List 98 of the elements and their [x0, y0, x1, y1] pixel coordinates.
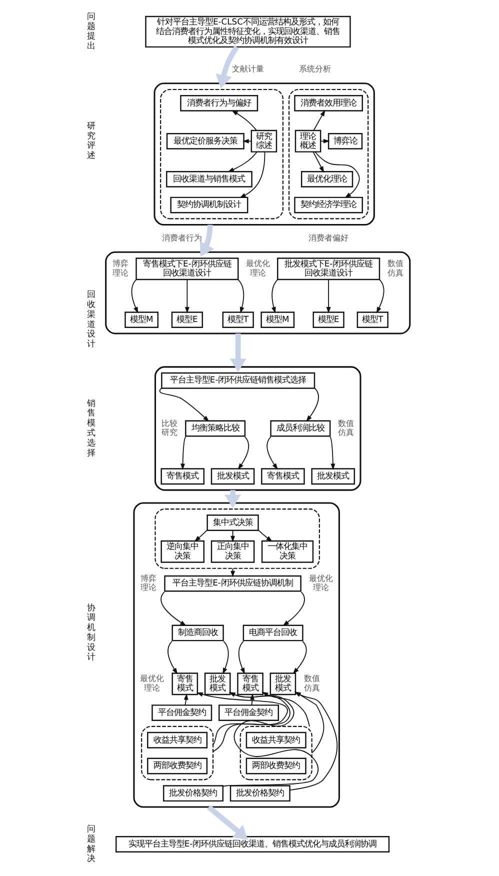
- node-box: 寄售模式: [172, 672, 198, 696]
- node-box: 平台主导型E-闭环供应链协调机制: [164, 575, 302, 592]
- arrow: [306, 388, 319, 422]
- arrow: [180, 436, 186, 470]
- node-box: 收益共享契约: [147, 732, 208, 748]
- node-box: 逆向集中决策: [160, 540, 204, 563]
- arrow: [222, 640, 229, 674]
- arrow: [238, 436, 250, 470]
- node-box: 模型T: [356, 312, 388, 328]
- arrow: [312, 151, 324, 173]
- label: 销售模式选择: [86, 398, 96, 458]
- arrow: [131, 279, 138, 314]
- label: 协调机制设计: [86, 603, 96, 663]
- node-box: 电商平台回收: [242, 624, 304, 642]
- cluster: [105, 251, 411, 334]
- arrow: [228, 152, 258, 172]
- arrow: [290, 692, 338, 791]
- node-box: 平台佣金契约: [152, 704, 212, 721]
- label: 问题提出: [86, 12, 96, 52]
- node-box: 批发模式下E-闭环供应链回收渠道设计: [277, 258, 380, 280]
- node-box: 模型M: [260, 312, 295, 328]
- arrow: [238, 279, 244, 314]
- node-box: 批发模式: [210, 468, 255, 485]
- arrow: [212, 692, 290, 752]
- arrow: [184, 279, 190, 314]
- node-box: 模型T: [222, 312, 254, 328]
- arrow: [376, 279, 384, 314]
- node-box: 契约协调机制设计: [170, 196, 248, 214]
- label: 问题解决: [86, 824, 96, 864]
- node-box: 消费者行为与偏好: [180, 94, 258, 112]
- arrow: [326, 279, 331, 314]
- arrow: [222, 692, 319, 787]
- node-box: 寄售模式下E-闭环供应链回收渠道设计: [136, 258, 239, 280]
- arrow: [238, 640, 245, 674]
- arrow: [330, 436, 336, 470]
- arrow: [230, 334, 246, 372]
- arrow: [184, 693, 188, 706]
- node-box: 两部收费契约: [147, 758, 208, 774]
- node-box: 针对平台主导型E-CLSC不同运营结构及形式，如何结合消费者行为属性特征变化，实现回收渠道、销售模式优化及契约协调机制有效设计: [145, 16, 351, 48]
- arrow: [266, 436, 278, 470]
- arrow: [231, 110, 257, 131]
- arrow: [294, 692, 324, 754]
- node-box: 批发模式: [204, 672, 231, 696]
- node-box: 收益共享契约: [246, 732, 306, 748]
- cluster: [240, 726, 312, 780]
- arrow: [194, 530, 208, 542]
- arrow: [292, 640, 307, 674]
- arrow: [272, 279, 278, 314]
- node-box: 制造商回收: [172, 624, 224, 642]
- node-box: 均衡策略比较: [185, 420, 246, 437]
- node-box: 批发价格契约: [230, 785, 290, 802]
- node-box: 模型E: [312, 312, 344, 328]
- node-box: 批发模式: [311, 468, 355, 485]
- node-box: 最优定价服务决策: [166, 132, 244, 150]
- arrow: [196, 692, 288, 746]
- cluster: [154, 82, 375, 226]
- node-box: 一体化集中决策: [261, 540, 314, 563]
- node-box: 模型E: [171, 312, 203, 328]
- arrow: [314, 152, 360, 198]
- node-box: 回收渠道与销售模式: [166, 170, 252, 188]
- node-box: 批发模式: [270, 672, 296, 696]
- arrow: [282, 591, 305, 626]
- node-box: 两部收费契约: [246, 758, 306, 774]
- cluster: [160, 88, 284, 220]
- cluster: [154, 508, 320, 569]
- node-box: 平台佣金契约: [218, 704, 279, 721]
- arrow: [242, 138, 252, 144]
- cluster: [288, 88, 369, 220]
- arrow: [262, 692, 310, 727]
- arrow: [200, 224, 214, 257]
- arrow: [320, 138, 330, 144]
- node-box: 研究综述: [250, 130, 278, 152]
- node-box: 成员利润比较: [270, 420, 331, 437]
- node-box: 正向集中决策: [210, 540, 255, 563]
- label: 回收渠道设计: [86, 290, 96, 350]
- node-box: 最优化理论: [300, 170, 354, 188]
- node-box: 理论概述: [294, 130, 322, 152]
- node-box: 集中式决策: [206, 514, 259, 531]
- node-box: 批发价格契约: [163, 785, 224, 802]
- node-box: 寄售模式: [237, 672, 264, 696]
- node-box: 实现平台主导型E-闭环供应链回收渠道、销售模式优化与成员利润协调: [116, 836, 390, 852]
- arrow: [216, 45, 239, 88]
- node-box: 寄售模式: [160, 468, 204, 485]
- node-box: 寄售模式: [261, 468, 305, 485]
- node-box: 消费者效用理论: [294, 94, 363, 112]
- cluster: [154, 366, 362, 491]
- cluster: [141, 726, 214, 780]
- label: 研究评述: [86, 121, 96, 162]
- arrow: [168, 640, 178, 674]
- arrow: [239, 152, 266, 198]
- node-box: 博弈论: [328, 132, 363, 150]
- arrow: [313, 110, 326, 131]
- arrow: [207, 804, 248, 840]
- node-box: 模型M: [124, 312, 159, 328]
- node-box: 平台主导型E-闭环供应链销售模式选择: [161, 372, 316, 389]
- arrow: [160, 591, 186, 626]
- arrow: [258, 530, 273, 542]
- node-box: 契约经济学理论: [294, 196, 363, 214]
